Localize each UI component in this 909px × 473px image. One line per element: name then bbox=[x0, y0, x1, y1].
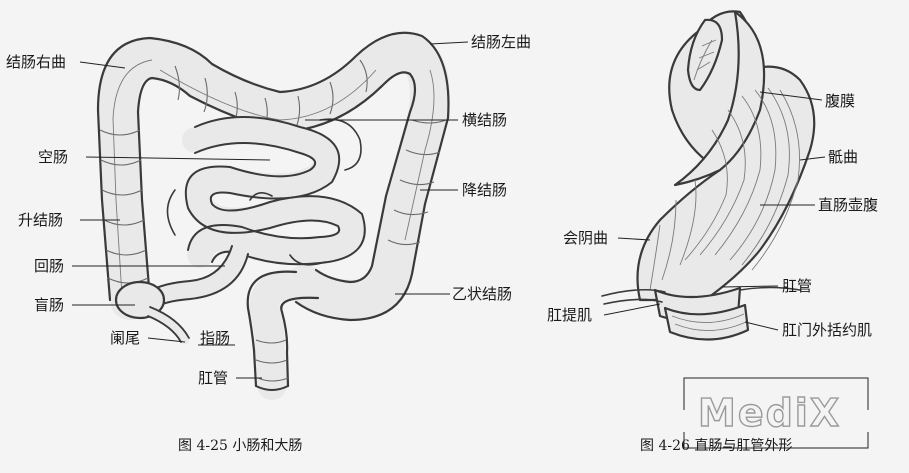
label-ganguan-right: 肛管 bbox=[782, 277, 812, 295]
rectum-left-drawing bbox=[246, 269, 320, 400]
label-zhichang-hufu: 直肠壶腹 bbox=[818, 196, 878, 214]
label-kongchang: 空肠 bbox=[38, 148, 68, 166]
label-fumo: 腹膜 bbox=[825, 92, 855, 110]
label-mangchang: 盲肠 bbox=[34, 296, 64, 314]
medix-watermark: MediX bbox=[683, 377, 869, 449]
label-lanwei: 阑尾 bbox=[110, 329, 140, 347]
left-labels: 结肠右曲 结肠左曲 横结肠 空肠 降结肠 升结肠 回肠 盲肠 乙状结肠 阑尾 指… bbox=[6, 33, 531, 387]
label-diqu: 骶曲 bbox=[828, 148, 858, 166]
rectum-striations bbox=[649, 87, 800, 291]
label-ganmen-waikuoyueji: 肛门外括约肌 bbox=[782, 321, 872, 339]
label-jiangjiechang: 降结肠 bbox=[462, 181, 507, 199]
label-gantiji: 肛提肌 bbox=[547, 306, 592, 324]
label-hengjiechang: 横结肠 bbox=[462, 111, 507, 129]
label-shengjiechang: 升结肠 bbox=[18, 211, 63, 229]
label-huiyinqu: 会阴曲 bbox=[563, 229, 608, 247]
rectum-drawing bbox=[601, 10, 816, 341]
right-leader-lines bbox=[603, 91, 826, 331]
watermark-text: MediX bbox=[698, 391, 841, 435]
label-yizhuangjiechang: 乙状结肠 bbox=[452, 285, 512, 303]
label-ganguan-left: 肛管 bbox=[198, 369, 228, 387]
caption-figure-4-25: 图 4-25 小肠和大肠 bbox=[178, 438, 302, 454]
label-jiechang-youqu: 结肠右曲 bbox=[6, 53, 66, 71]
colon-tube-fill bbox=[98, 32, 450, 320]
label-zhichang: 指肠 bbox=[200, 329, 230, 347]
left-leader-lines bbox=[72, 41, 469, 379]
caption-figure-4-26: 图 4-26 直肠与肛管外形 bbox=[640, 437, 792, 454]
small-intestine-drawing bbox=[114, 116, 366, 345]
right-labels: 腹膜 骶曲 直肠壶腹 会阴曲 肛管 肛提肌 肛门外括约肌 bbox=[547, 92, 878, 339]
large-intestine-drawing bbox=[96, 31, 450, 322]
peritoneum-flap bbox=[673, 10, 766, 187]
label-jiechang-zuoqu: 结肠左曲 bbox=[471, 33, 531, 51]
label-huichang: 回肠 bbox=[34, 257, 64, 275]
